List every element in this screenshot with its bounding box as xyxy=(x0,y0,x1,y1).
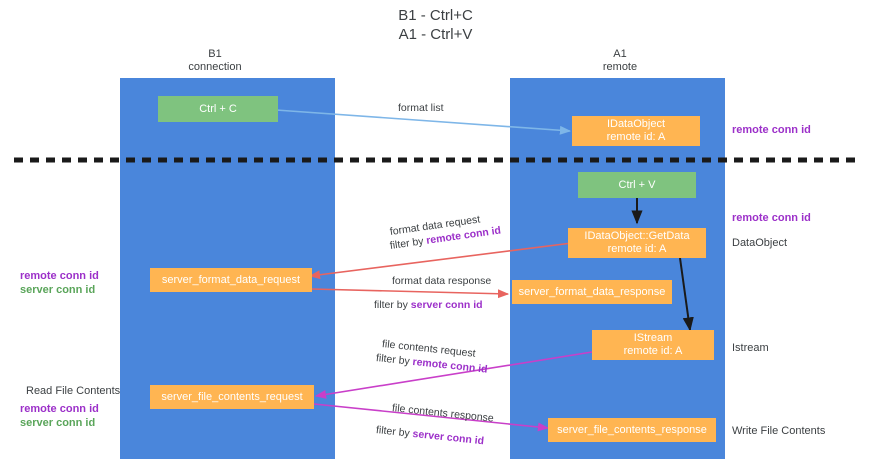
node-server-file-contents-response[interactable]: server_file_contents_response xyxy=(548,418,716,442)
annotation-left-remote-conn-id: remote conn id xyxy=(20,270,99,282)
edge-label-format-response-filter: filter by server conn id xyxy=(374,299,483,312)
annotation-write-file-contents: Write File Contents xyxy=(732,425,826,437)
edge-label-file-contents-response: file contents response xyxy=(391,402,495,425)
node-server-format-data-response[interactable]: server_format_data_response xyxy=(512,280,672,304)
annotation-left-server-conn-id: server conn id xyxy=(20,284,96,296)
annotation-remote-conn-id-mid: remote conn id xyxy=(732,212,811,224)
annotation-dataobject: DataObject xyxy=(732,237,788,249)
node-ctrl-c[interactable]: Ctrl + C xyxy=(158,96,278,122)
page-title: B1 - Ctrl+C A1 - Ctrl+V xyxy=(398,7,473,43)
filter-prefix: filter by xyxy=(374,299,411,311)
filter-key-server-conn-id: server conn id xyxy=(410,299,483,311)
edge-label-format-data-response: format data response xyxy=(392,275,492,287)
annotation-istream: Istream xyxy=(732,342,769,354)
edge-label-format-list: format list xyxy=(398,102,444,114)
node-ctrl-v[interactable]: Ctrl + V xyxy=(578,172,696,198)
node-istream[interactable]: IStream remote id: A xyxy=(592,330,714,360)
node-idataobject[interactable]: IDataObject remote id: A xyxy=(572,116,700,146)
lane-header-a1: A1 remote xyxy=(602,48,638,73)
annotation-left-remote-conn-id-2: remote conn id xyxy=(20,403,99,415)
lane-header-b1: B1 connection xyxy=(188,48,242,73)
filter-key-remote-conn-id: remote conn id xyxy=(411,355,489,376)
annotation-left-server-conn-id-2: server conn id xyxy=(20,417,96,429)
filter-key-server-conn-id: server conn id xyxy=(411,427,485,448)
annotation-remote-conn-id-top: remote conn id xyxy=(732,124,811,136)
node-idataobject-getdata[interactable]: IDataObject::GetData remote id: A xyxy=(568,228,706,258)
edge-label-file-response-filter: filter by server conn id xyxy=(375,424,484,448)
node-server-format-data-request[interactable]: server_format_data_request xyxy=(150,268,312,292)
filter-prefix: filter by xyxy=(375,352,414,368)
annotation-read-file-contents: Read File Contents xyxy=(26,385,121,397)
node-server-file-contents-request[interactable]: server_file_contents_request xyxy=(150,385,314,409)
filter-prefix: filter by xyxy=(375,424,414,440)
